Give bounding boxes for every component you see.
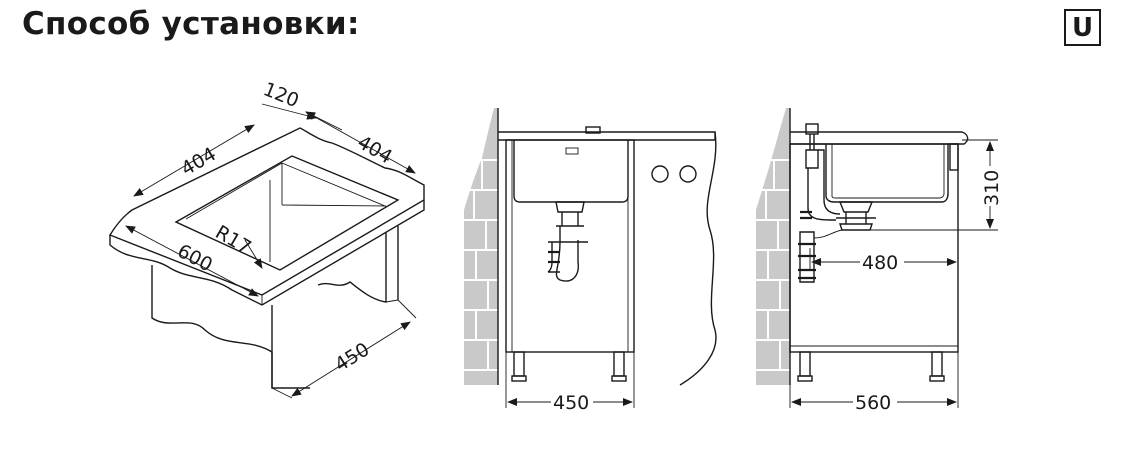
page-title: Способ установки:: [22, 6, 360, 42]
drain-side: [836, 201, 876, 231]
dim-side-cabinet-depth: 560: [855, 392, 891, 414]
brick-wall-side: [756, 108, 790, 385]
countertop-front: [498, 131, 716, 141]
sink-bowl-side: [825, 144, 949, 203]
cabinet-left-panel: [151, 265, 310, 389]
front-view: 450: [462, 108, 717, 414]
cabinet-right-panel: [317, 232, 387, 303]
dim-front-cabinet-width: 450: [553, 392, 589, 414]
siphon-side: [799, 231, 815, 283]
dim-iso-cabinet-width: 450: [331, 338, 373, 376]
wall-outlet-1: [651, 165, 669, 183]
cabinet-front: [505, 139, 635, 353]
sink-bowl-front: [513, 140, 629, 203]
brick-wall-front: [464, 108, 498, 385]
side-view: 310 480 560: [754, 108, 1003, 414]
siphon-front: [547, 201, 588, 282]
dim-side-drain-offset: 480: [862, 252, 898, 274]
wall-outlet-2: [679, 165, 697, 183]
dim-iso-top-depth: 120: [260, 78, 302, 112]
dim-side-bowl-depth: 310: [981, 170, 1003, 206]
cabinet-side: [789, 143, 959, 353]
mount-type-badge: U: [1064, 9, 1101, 46]
isometric-view: 120 404 404 R17 600 450: [108, 78, 425, 399]
countertop-side: [790, 131, 969, 145]
